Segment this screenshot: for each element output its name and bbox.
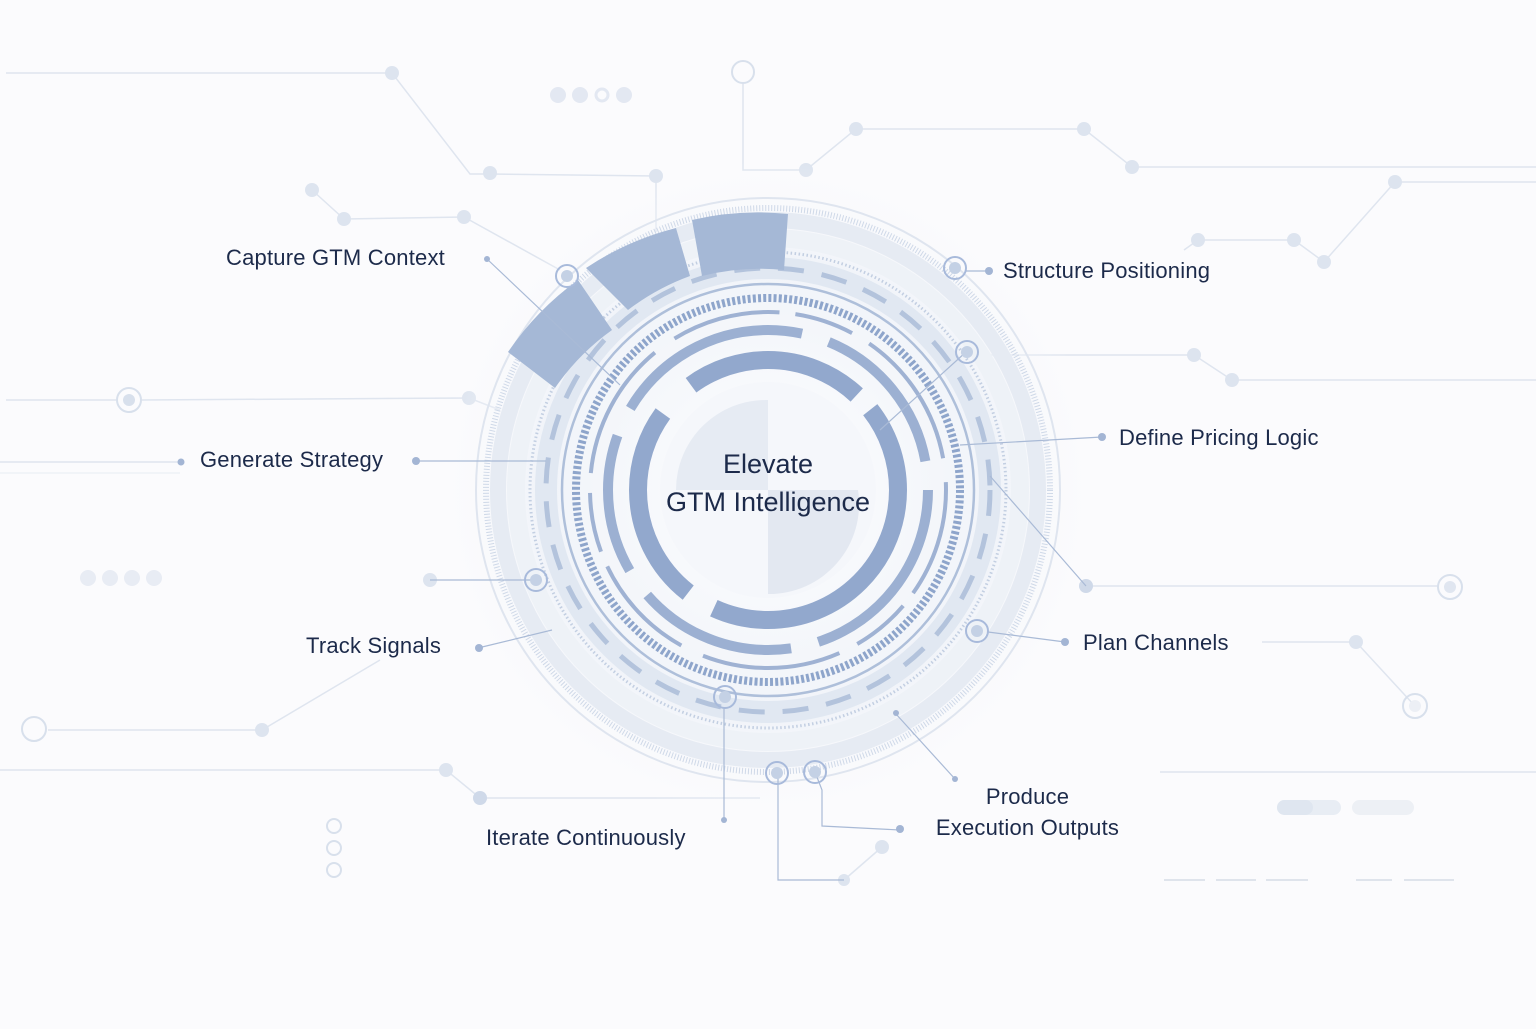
stage-label-capture-gtm-context: Capture GTM Context bbox=[226, 245, 445, 270]
ring-nodes bbox=[177, 256, 1106, 833]
stage-label-produce: Produce bbox=[985, 784, 1070, 809]
center-title: Elevate GTM Intelligence bbox=[568, 446, 968, 522]
stage-label-define-pricing-logic: Define Pricing Logic bbox=[1119, 425, 1319, 450]
stage-label-plan-channels: Plan Channels bbox=[1083, 630, 1229, 655]
stage-label-structure-positioning: Structure Positioning bbox=[1003, 258, 1211, 283]
pill-decorations bbox=[1164, 800, 1454, 881]
center-core bbox=[660, 382, 876, 598]
center-title-line2: GTM Intelligence bbox=[665, 487, 871, 517]
highlight-segments bbox=[508, 212, 788, 388]
stage-label-iterate-continuously: Iterate Continuously bbox=[486, 825, 686, 850]
background-ring-nodes bbox=[21, 60, 1463, 878]
stage-label-execution-outputs: Execution Outputs bbox=[935, 815, 1120, 840]
radial-spokes bbox=[416, 258, 1103, 881]
stage-label-generate-strategy: Generate Strategy bbox=[200, 447, 384, 472]
center-title-line1: Elevate bbox=[722, 449, 814, 479]
stage-label-track-signals: Track Signals bbox=[306, 633, 442, 658]
